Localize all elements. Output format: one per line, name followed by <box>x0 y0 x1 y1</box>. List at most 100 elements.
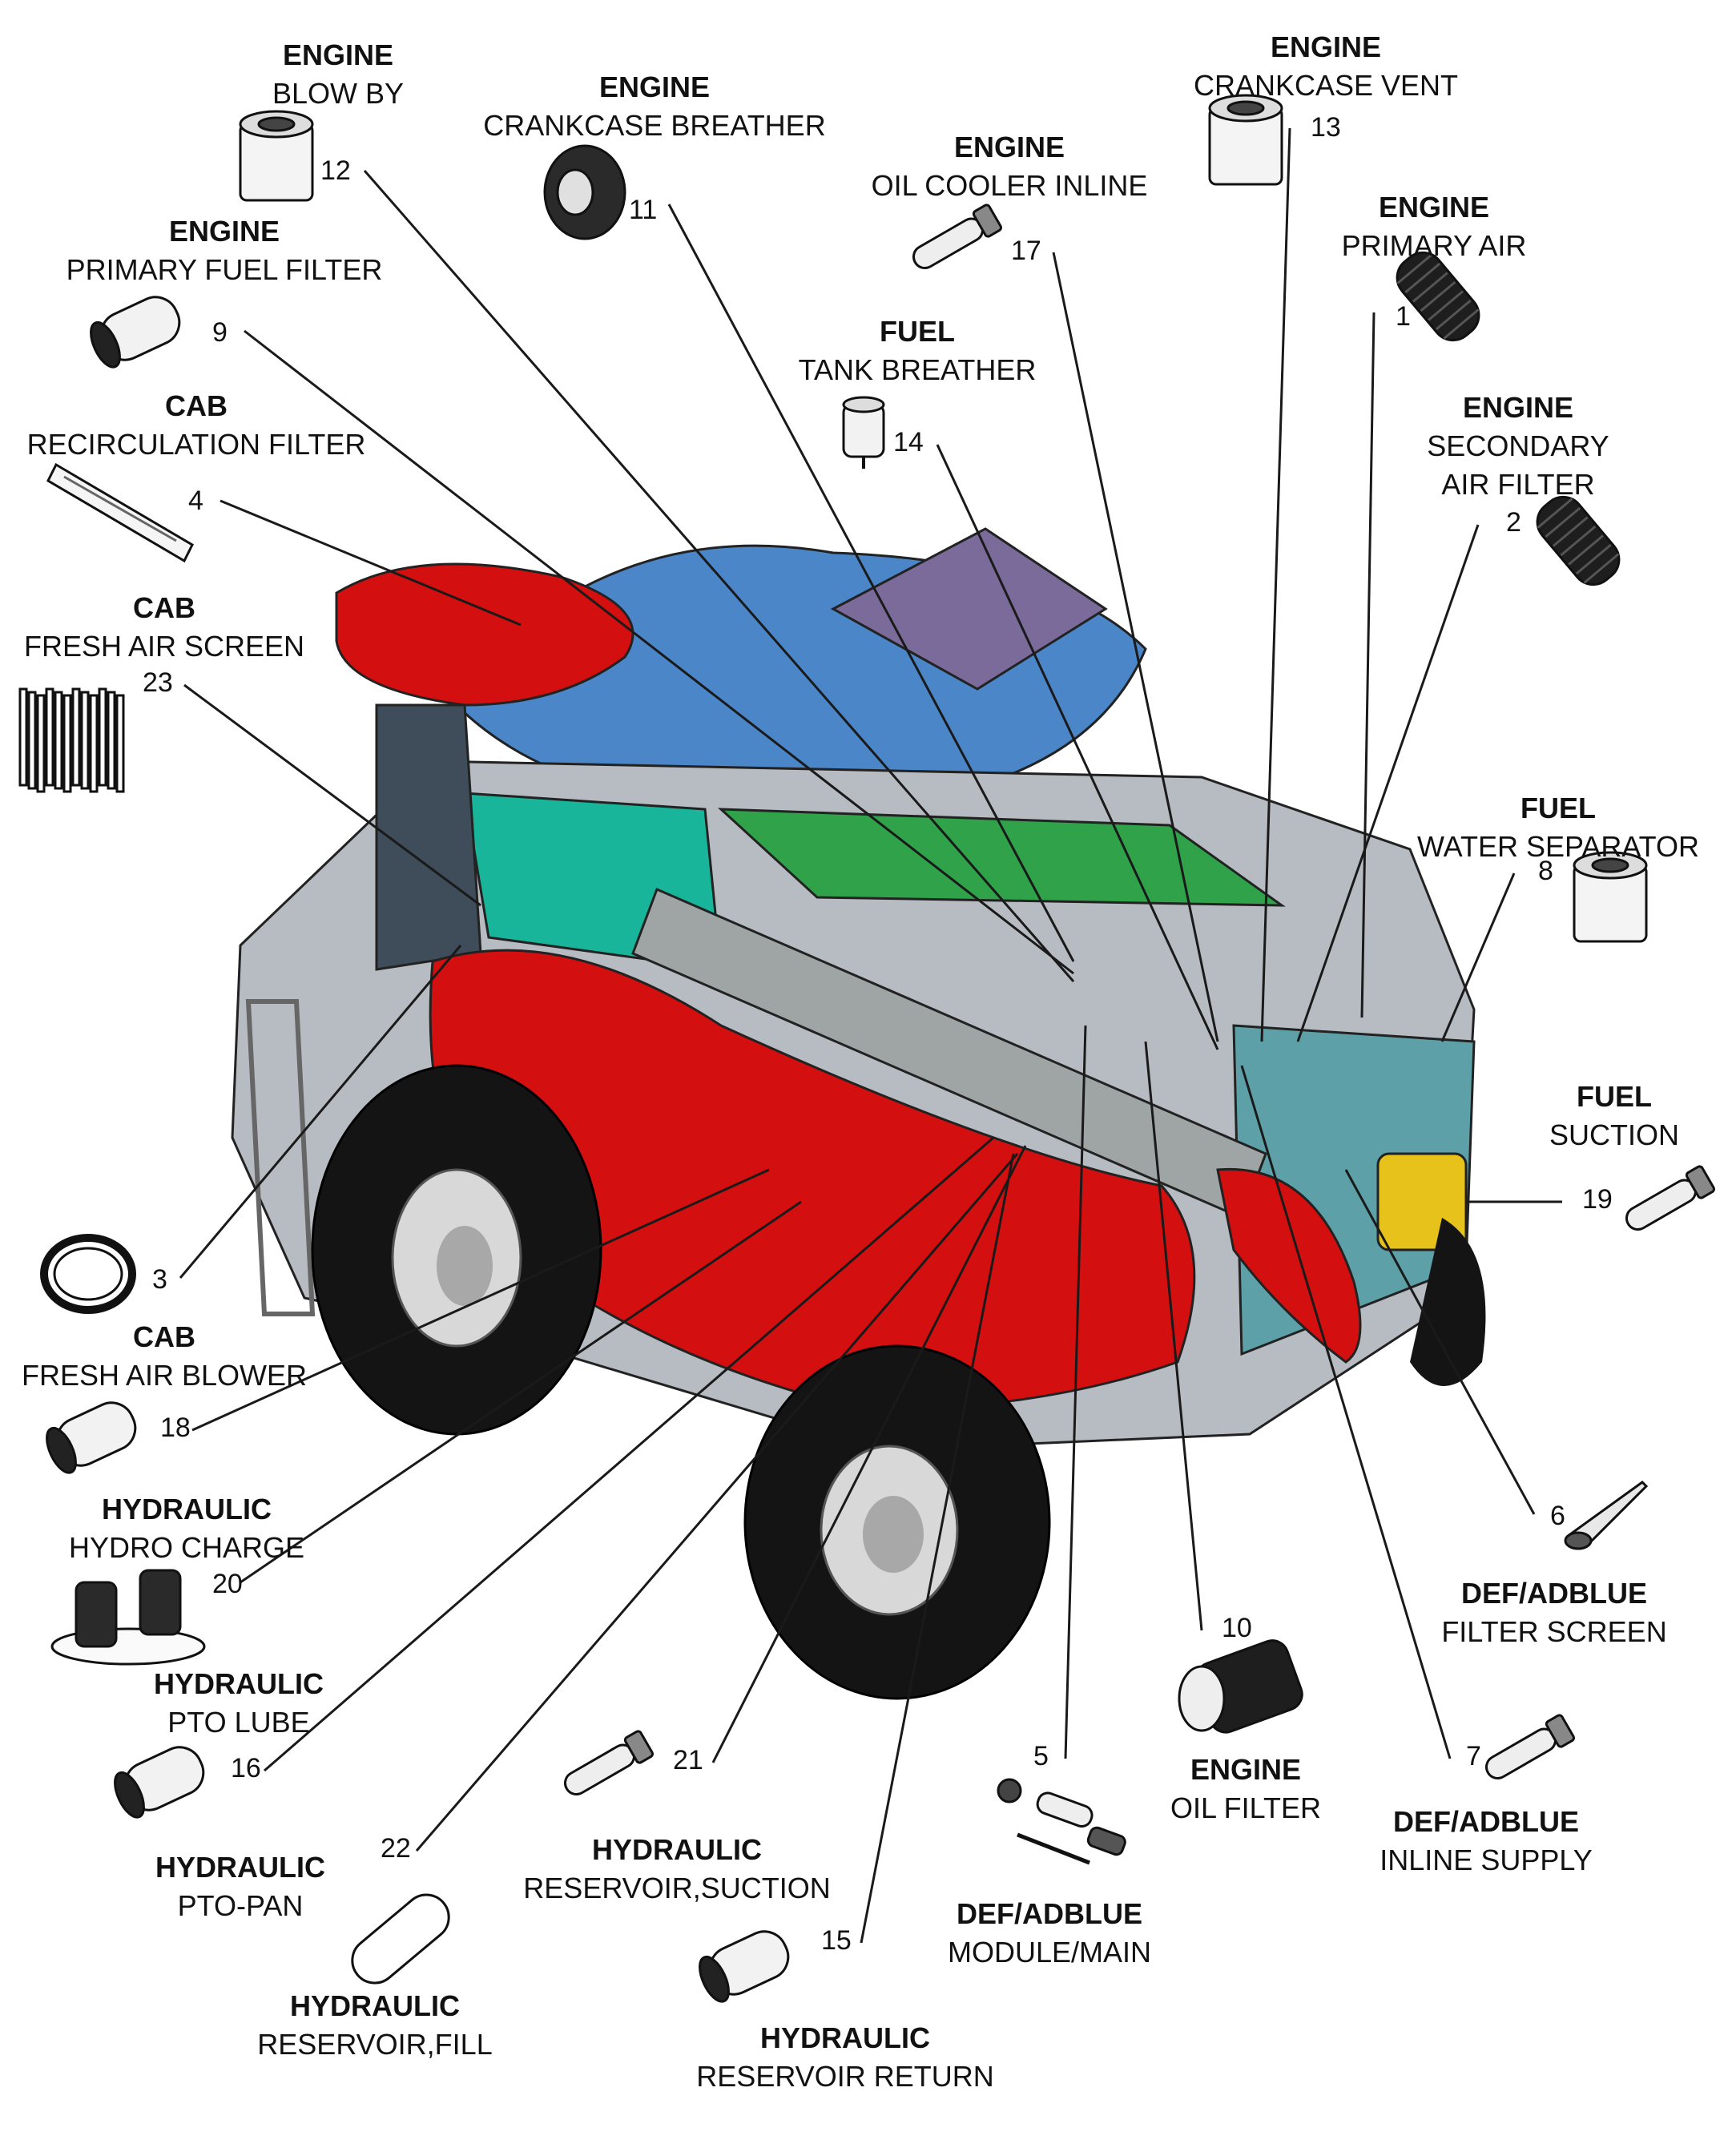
callout-description: PRIMARY AIR <box>1341 229 1527 262</box>
callout-description: OIL COOLER INLINE <box>871 169 1148 202</box>
leader-line-16 <box>264 1136 994 1772</box>
leader-line-21 <box>711 1145 1027 1763</box>
callout-number: 5 <box>1033 1741 1049 1771</box>
callout-category: CAB <box>133 591 195 624</box>
callout-label-10: ENGINE OIL FILTER <box>1005 1751 1486 1828</box>
leader-line-1 <box>1360 312 1376 1018</box>
callout-category: ENGINE <box>1190 1753 1302 1786</box>
callout-number: 4 <box>188 486 203 516</box>
spin-on-filter-icon <box>46 1401 137 1474</box>
callout-number: 19 <box>1582 1184 1613 1215</box>
callout-category: ENGINE <box>1378 191 1490 224</box>
leader-line-7 <box>1240 1065 1452 1759</box>
callout-number: 6 <box>1550 1501 1565 1531</box>
cartridge-filter-icon <box>1208 94 1283 186</box>
leader-line-17 <box>1052 252 1219 1042</box>
callout-description: PRIMARY FUEL FILTER <box>66 253 383 286</box>
leader-lines <box>179 127 1562 1944</box>
air-filter-icon <box>1536 495 1621 586</box>
filter-kit-icon <box>997 1778 1126 1865</box>
callout-description: RECIRCULATION FILTER <box>26 428 366 461</box>
callout-label-23: CAB FRESH AIR SCREEN <box>0 589 405 666</box>
rear-panel <box>830 527 1108 691</box>
callout-category: FUEL <box>1577 1080 1652 1113</box>
callout-description: PTO LUBE <box>167 1706 310 1739</box>
breather-disc-icon <box>543 144 626 240</box>
callout-number: 16 <box>231 1753 261 1783</box>
leader-line-6 <box>1344 1169 1536 1515</box>
inline-filter-icon <box>912 204 1002 269</box>
callout-description: OIL FILTER <box>1170 1791 1322 1824</box>
air-filter-icon <box>1396 251 1480 342</box>
callout-category: HYDRAULIC <box>592 1833 762 1866</box>
leader-line-13 <box>1260 127 1291 1042</box>
leader-line-2 <box>1296 524 1480 1042</box>
cartridge-filter-icon <box>239 110 314 202</box>
unloader-spout <box>1216 1167 1362 1364</box>
callout-category: HYDRAULIC <box>155 1851 325 1884</box>
callout-category: ENGINE <box>598 71 711 103</box>
callout-number: 2 <box>1506 507 1521 538</box>
callout-description: SUCTION <box>1549 1118 1679 1151</box>
cab-glass <box>375 703 482 971</box>
callout-number: 10 <box>1222 1613 1252 1643</box>
callout-description: INLINE SUPPLY <box>1380 1844 1593 1876</box>
inline-filter-icon <box>1625 1165 1715 1231</box>
callout-category: ENGINE <box>953 131 1065 163</box>
callout-description: PTO-PAN <box>177 1889 304 1922</box>
callout-number: 11 <box>629 195 658 225</box>
green-deck <box>717 808 1286 907</box>
callout-number: 13 <box>1311 112 1341 143</box>
front-tire-right <box>743 1344 1051 1700</box>
inline-filter-icon <box>1484 1714 1575 1779</box>
callout-label-17: ENGINE OIL COOLER INLINE <box>769 128 1250 205</box>
panel-filter-icon <box>46 462 194 563</box>
callout-description: FRESH AIR SCREEN <box>23 630 305 663</box>
callout-category: ENGINE <box>282 38 394 71</box>
callout-number: 15 <box>821 1925 852 1956</box>
callout-category: ENGINE <box>1462 391 1574 424</box>
callout-number: 14 <box>893 427 924 457</box>
callout-description: FRESH AIR BLOWER <box>21 1359 308 1392</box>
callout-category: ENGINE <box>1270 30 1382 63</box>
leader-line-5 <box>1064 1025 1087 1759</box>
callout-label-19: FUEL SUCTION <box>1374 1078 1736 1155</box>
callout-category: FUEL <box>880 315 955 348</box>
callout-label-18: HYDRAULIC HYDRO CHARGE <box>0 1490 427 1567</box>
callout-category: HYDRAULIC <box>102 1493 272 1525</box>
leader-line-15 <box>860 1153 1015 1944</box>
leader-line-23 <box>183 683 481 907</box>
rear-tire <box>1410 1218 1486 1386</box>
callout-number: 22 <box>381 1833 411 1864</box>
callout-description: TANK BREATHER <box>798 353 1037 386</box>
oil-filter-icon <box>1178 1639 1303 1734</box>
callout-description: HYDRO CHARGE <box>68 1531 305 1564</box>
callout-number: 9 <box>212 317 228 348</box>
leader-line-18 <box>191 1168 770 1432</box>
leader-line-9 <box>244 329 1074 975</box>
breather-cap-icon <box>842 396 885 469</box>
callout-label-1: ENGINE PRIMARY AIR <box>1194 188 1674 265</box>
front-tire-left <box>311 1064 602 1436</box>
leader-line-3 <box>179 945 462 1279</box>
callout-category: DEF/ADBLUE <box>1393 1805 1579 1838</box>
twin-filter-icon <box>50 1569 206 1666</box>
ladder <box>245 999 316 1316</box>
callout-number: 1 <box>1396 301 1411 332</box>
spin-on-filter-icon <box>114 1746 205 1819</box>
spin-on-filter-icon <box>90 296 181 369</box>
pleated-screen-icon <box>18 687 125 793</box>
cone-screen-icon <box>1564 1481 1649 1550</box>
